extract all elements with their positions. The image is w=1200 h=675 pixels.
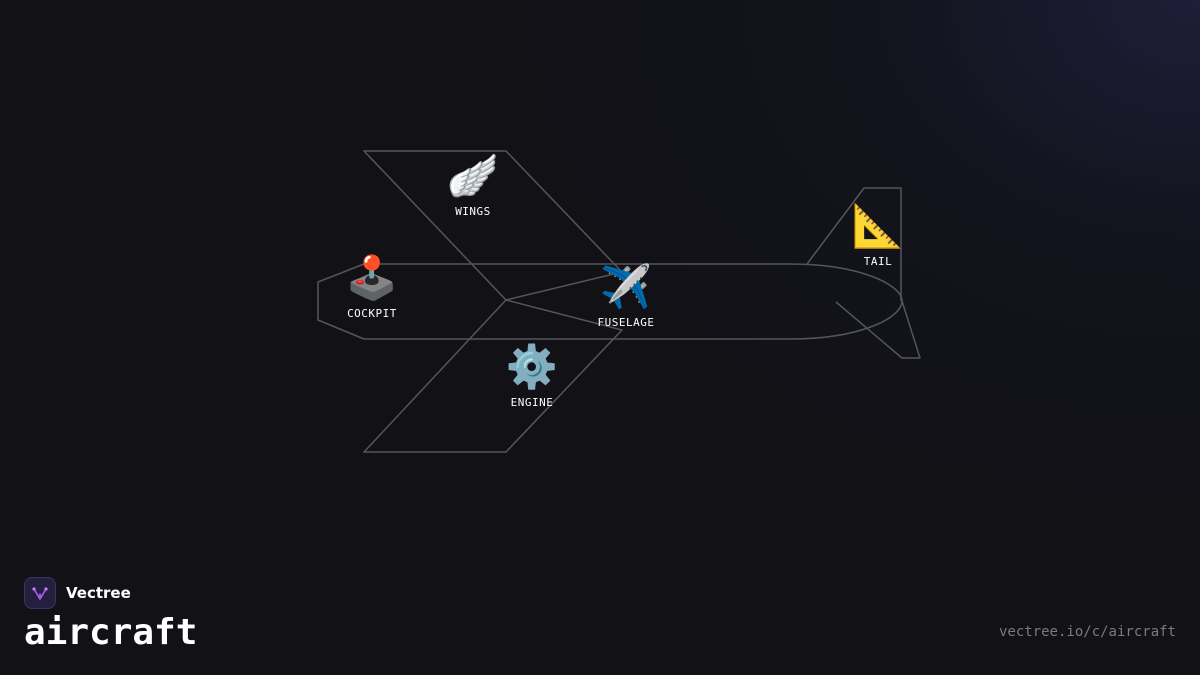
stabilizer-outline [835, 300, 921, 359]
part-label-tail: TAIL [863, 255, 893, 268]
airplane-icon: ✈️ [599, 262, 653, 311]
part-engine[interactable]: ⚙️ ENGINE [472, 342, 592, 409]
page-title: aircraft [24, 612, 198, 653]
part-label-wings: WINGS [455, 205, 491, 218]
part-label-cockpit: COCKPIT [347, 307, 397, 320]
wing-icon: 🪽 [446, 151, 500, 200]
tail-fin-outline [806, 187, 902, 301]
lower-wing-outline [363, 299, 623, 453]
brand-name: Vectree [66, 584, 131, 602]
tree-logo-icon [24, 577, 56, 609]
part-wings[interactable]: 🪽 WINGS [413, 151, 533, 218]
part-label-engine: ENGINE [510, 396, 554, 409]
part-fuselage[interactable]: ✈️ FUSELAGE [566, 262, 686, 329]
part-cockpit[interactable]: 🕹️ COCKPIT [312, 253, 432, 320]
joystick-icon: 🕹️ [345, 253, 399, 302]
triangle-ruler-icon: 📐 [851, 201, 905, 250]
page-url[interactable]: vectree.io/c/aircraft [998, 624, 1176, 640]
gear-icon: ⚙️ [505, 342, 559, 391]
fuselage-outline [317, 263, 903, 340]
brand[interactable]: Vectree [24, 577, 131, 609]
part-tail[interactable]: 📐 TAIL [818, 201, 938, 268]
upper-wing-outline [363, 150, 623, 301]
part-label-fuselage: FUSELAGE [597, 316, 655, 329]
